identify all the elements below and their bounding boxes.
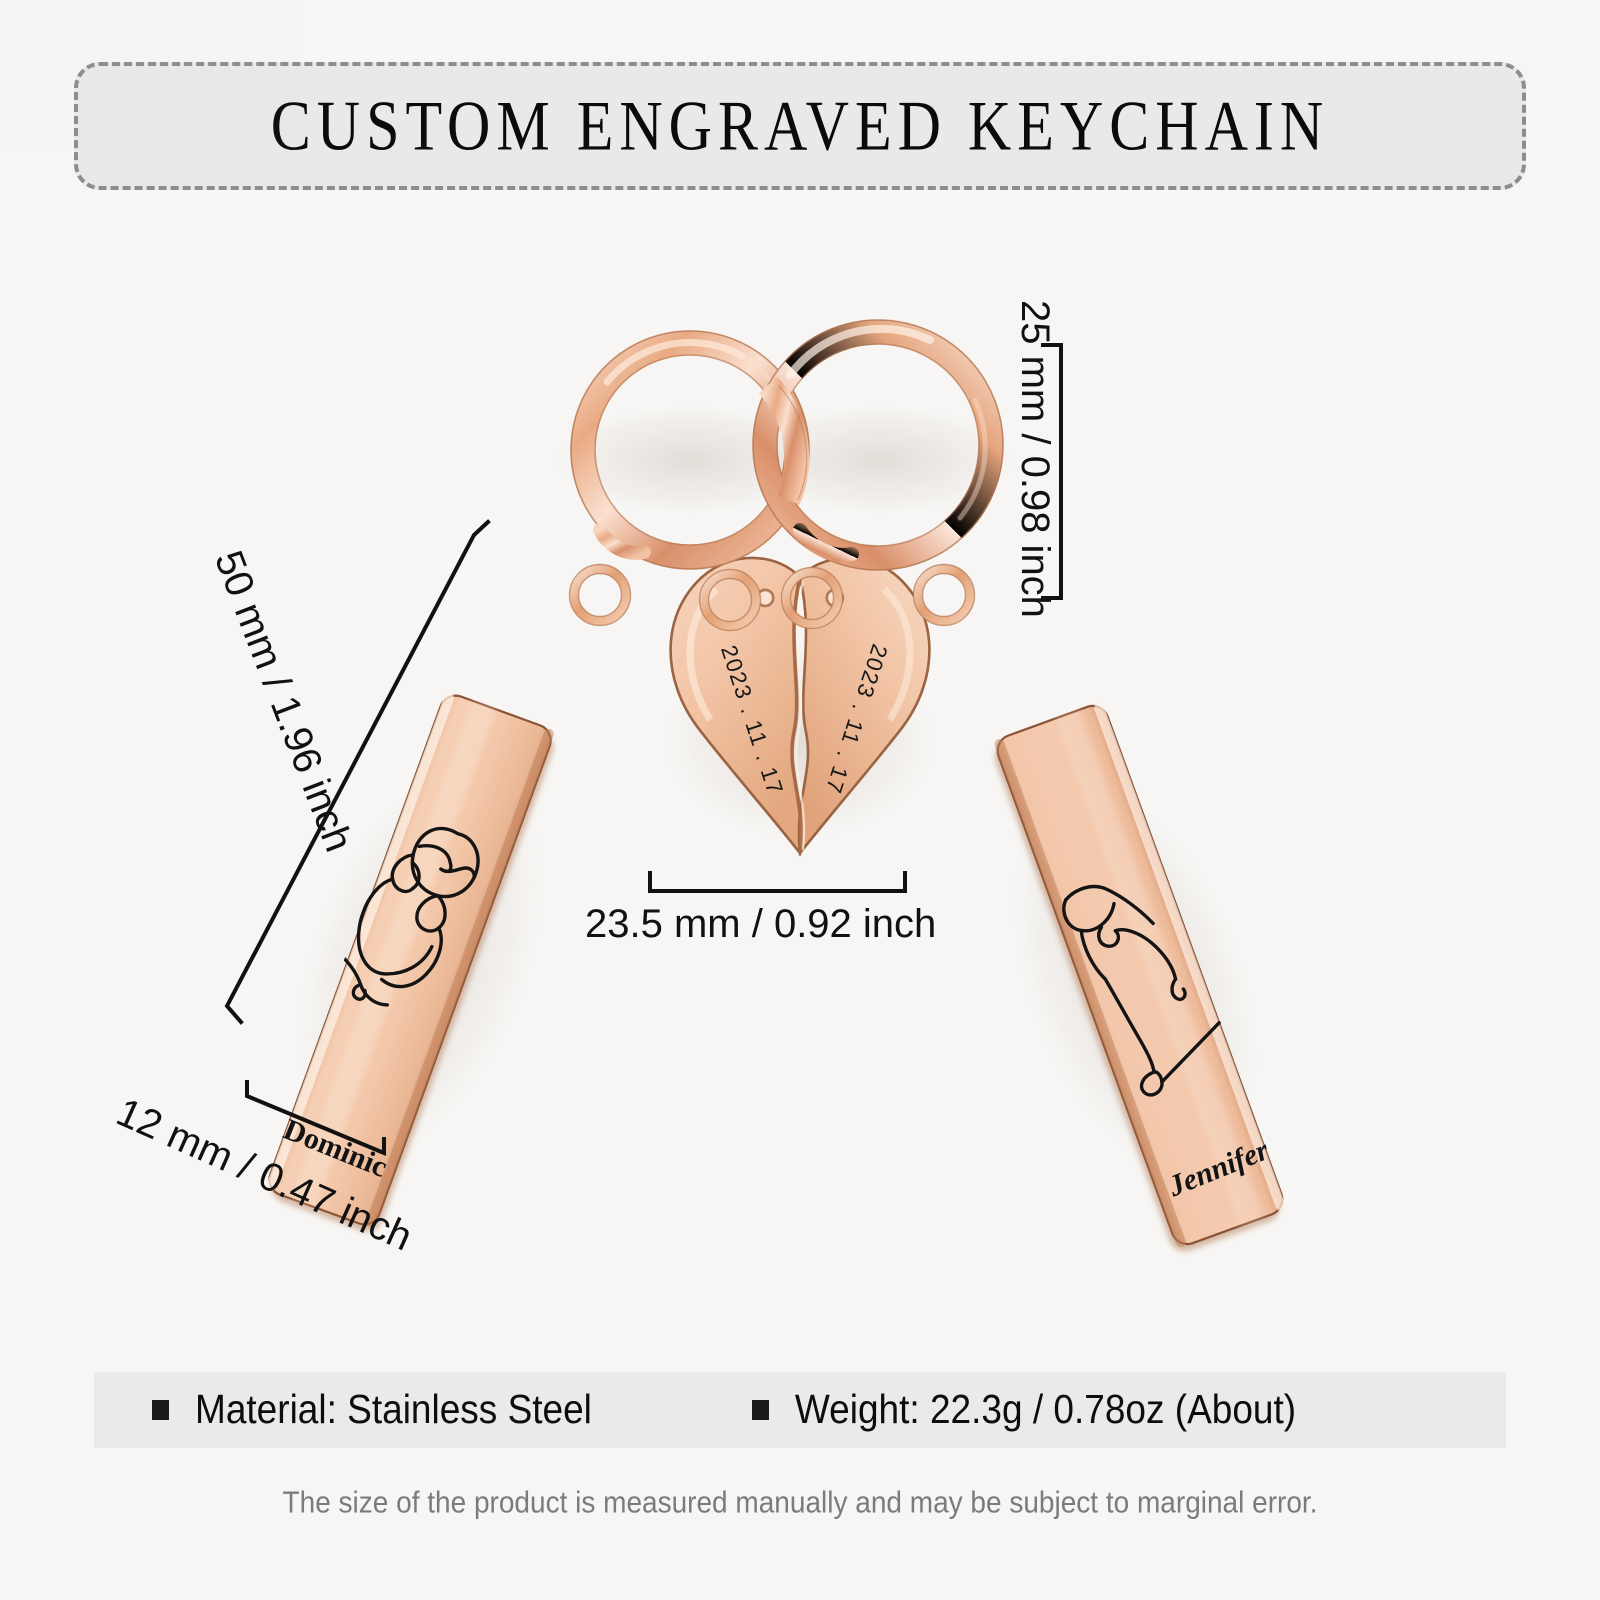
dimension-label-heart-width: 23.5 mm / 0.92 inch [585,902,937,946]
right-bar-line-art [1062,884,1221,1097]
split-ring-right [752,319,1004,571]
spec-footer-bar: Material: Stainless Steel Weight: 22.3g … [94,1372,1506,1448]
measurement-disclaimer: The size of the product is measured manu… [282,1485,1318,1520]
heart-pendant: 2023 . 11 . 17 2023 . 11 . 17 [669,556,931,857]
ring-overlap-detail [758,376,810,505]
spec-material-label: Material: Stainless Steel [195,1386,592,1432]
title-banner: CUSTOM ENGRAVED KEYCHAIN [74,62,1526,190]
spec-weight: Weight: 22.3g / 0.78oz (About) [751,1386,1297,1432]
jump-rings [569,564,975,631]
right-engraved-bar: Jennifer [994,702,1286,1252]
square-bullet-icon [152,1400,169,1420]
spec-material: Material: Stainless Steel [152,1386,592,1432]
page-title: CUSTOM ENGRAVED KEYCHAIN [270,86,1330,165]
dimension-label-ring-diameter: 25 mm / 0.98 inch [1013,300,1057,618]
square-bullet-icon [751,1400,769,1420]
heart-right-half: 2023 . 11 . 17 [797,556,931,857]
spec-weight-label: Weight: 22.3g / 0.78oz (About) [794,1386,1297,1432]
